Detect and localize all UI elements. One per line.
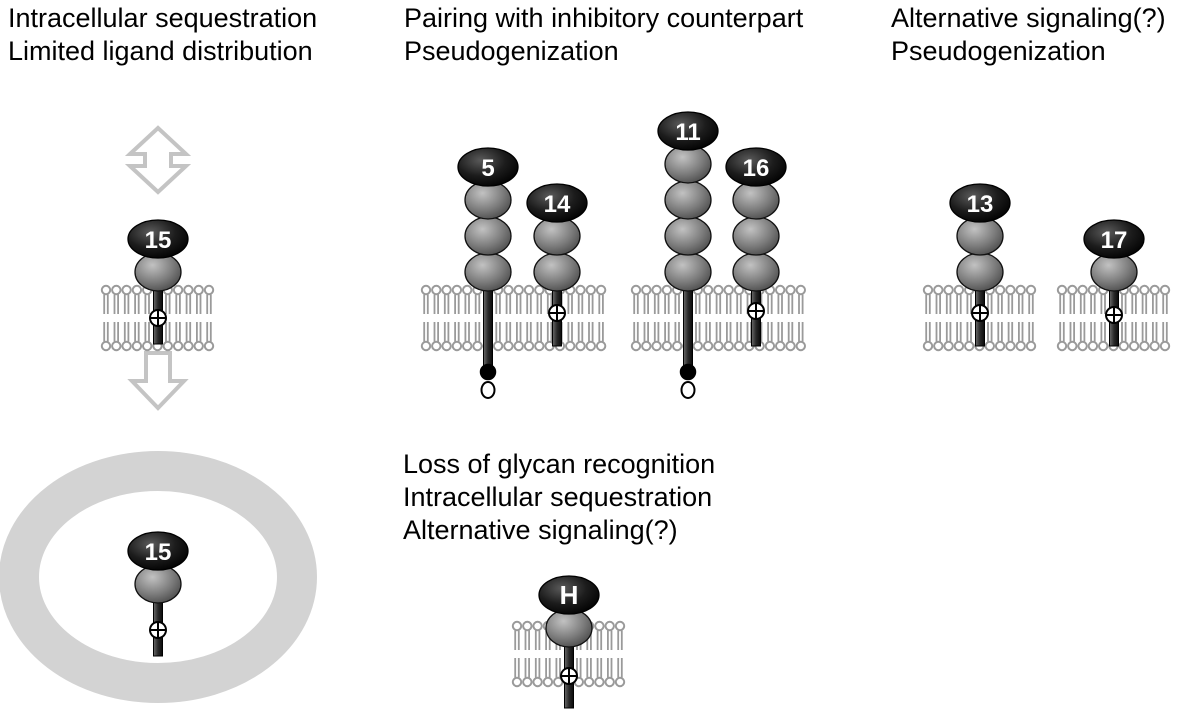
caption-alternative: Alternative signaling(?) Pseudogenizatio… — [891, 2, 1166, 68]
caption-line: Loss of glycan recognition — [403, 449, 716, 479]
ig-c2-domain — [134, 564, 182, 604]
receptor-siglec-17: 17 — [1083, 219, 1145, 347]
receptor-siglec-15: 15 — [127, 219, 189, 345]
itsm-motif-icon — [680, 381, 696, 399]
ig-c2-domain — [545, 608, 593, 648]
receptor-siglec-13: 13 — [949, 183, 1011, 347]
receptor-siglec-14: 14 — [526, 183, 588, 347]
v-set-domain — [725, 147, 787, 187]
ig-c2-domain — [732, 180, 780, 220]
receptor-label: 14 — [544, 191, 571, 218]
receptor-label: 5 — [481, 155, 494, 182]
itsm-motif-icon — [480, 381, 496, 399]
ig-c2-domain — [533, 252, 581, 292]
receptor-label: 13 — [967, 191, 994, 218]
receptor-siglec-5: 5 — [457, 147, 519, 399]
receptor-label: 17 — [1101, 227, 1128, 254]
caption-line: Intracellular sequestration — [8, 3, 318, 33]
internalization-arrow — [127, 351, 189, 411]
v-set-domain — [657, 111, 719, 151]
membrane-pair-11-16 — [630, 284, 806, 352]
caption-line: Alternative signaling(?) — [403, 515, 678, 545]
caption-line: Pairing with inhibitory counterpart — [404, 3, 804, 33]
itim-motif-icon — [479, 363, 497, 381]
bidirectional-trafficking-arrow — [124, 125, 192, 195]
ig-c2-domain — [664, 216, 712, 256]
v-set-domain — [457, 147, 519, 187]
caption-line: Pseudogenization — [404, 36, 619, 66]
ig-c2-domain — [1090, 252, 1138, 292]
receptor-label: H — [560, 580, 579, 610]
v-set-domain — [949, 183, 1011, 223]
caption-line: Alternative signaling(?) — [891, 3, 1166, 33]
caption-glycan: Loss of glycan recognition Intracellular… — [403, 448, 715, 547]
receptor-label: 16 — [743, 155, 770, 182]
ig-c2-domain — [664, 180, 712, 220]
ig-c2-domain — [664, 144, 712, 184]
ig-c2-domain — [464, 216, 512, 256]
ig-c2-domain — [956, 252, 1004, 292]
ig-c2-domain — [533, 216, 581, 256]
transmembrane-stalk — [683, 281, 693, 371]
caption-line: Limited ligand distribution — [8, 36, 313, 66]
receptor-label: 15 — [145, 227, 172, 254]
v-set-domain — [538, 575, 600, 615]
ig-c2-domain — [464, 180, 512, 220]
transmembrane-stalk — [483, 281, 493, 371]
receptor-label: 15 — [145, 539, 172, 566]
receptor-layer: 15 15 5 14 11 16 13 17H — [127, 111, 1145, 709]
receptor-label: 11 — [675, 119, 700, 146]
receptor-siglec-H: H — [538, 575, 600, 709]
caption-line: Pseudogenization — [891, 36, 1106, 66]
ig-c2-domain — [956, 216, 1004, 256]
ig-c2-domain — [134, 252, 182, 292]
receptor-siglec-11: 11 — [657, 111, 719, 399]
caption-sequestration: Intracellular sequestration Limited liga… — [8, 2, 317, 68]
ig-c2-domain — [732, 216, 780, 256]
ig-c2-domain — [664, 252, 712, 292]
receptor-siglec-16: 16 — [725, 147, 787, 347]
intracellular-vesicle — [0, 451, 317, 703]
ig-c2-domain — [464, 252, 512, 292]
v-set-domain — [526, 183, 588, 223]
v-set-domain — [127, 531, 189, 571]
itim-motif-icon — [679, 363, 697, 381]
caption-line: Intracellular sequestration — [403, 482, 713, 512]
v-set-domain — [127, 219, 189, 259]
caption-pairing: Pairing with inhibitory counterpart Pseu… — [404, 2, 803, 68]
ig-c2-domain — [732, 252, 780, 292]
v-set-domain — [1083, 219, 1145, 259]
membrane-pair-5-14 — [420, 284, 607, 352]
receptor-siglec-15: 15 — [127, 531, 189, 657]
